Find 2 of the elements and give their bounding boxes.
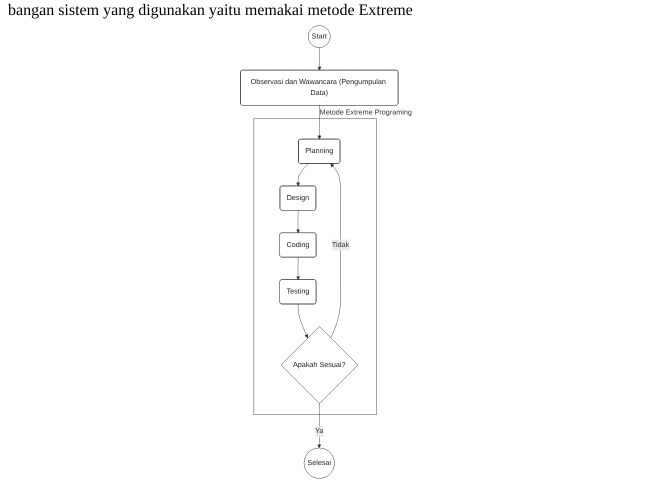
cluster (254, 118, 377, 415)
body-text: bangan sistem yang digunakan yaitu memakai metode Extreme (8, 2, 414, 20)
